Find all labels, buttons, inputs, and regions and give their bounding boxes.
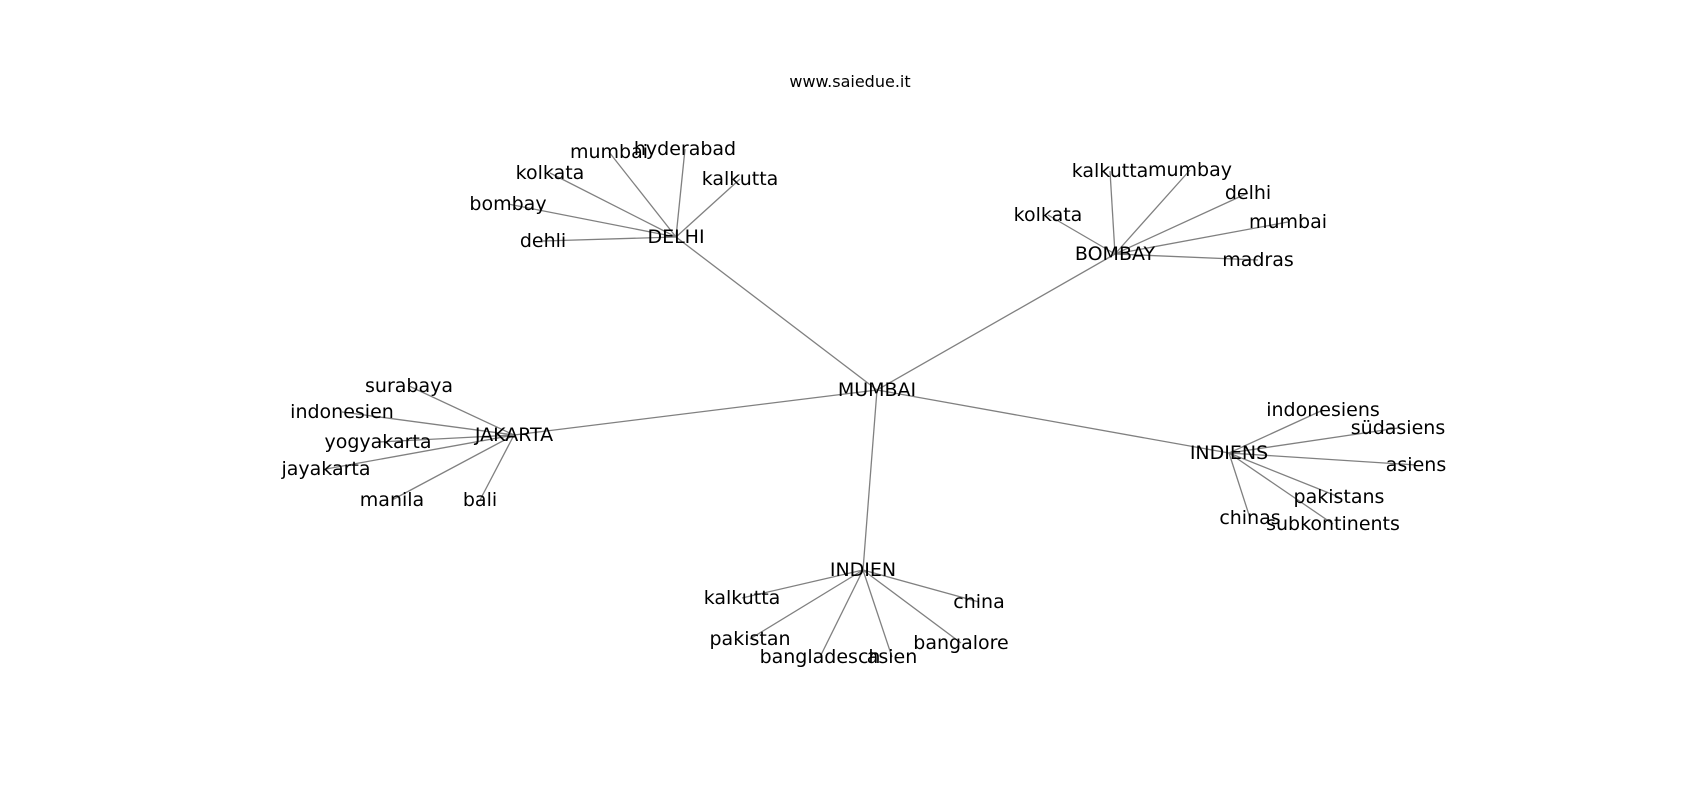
node-leaf-bombay-1: kalkutta: [1072, 160, 1149, 182]
node-root: MUMBAI: [838, 379, 916, 401]
edge-indien-leaf-5: [862, 569, 980, 603]
node-leaf-indien-4: bangalore: [913, 632, 1008, 654]
edge-root-jakarta: [513, 389, 878, 436]
node-leaf-delhi-4: hyderabad: [634, 138, 736, 160]
edge-jakarta-leaf-2: [377, 434, 515, 443]
node-leaf-bombay-5: madras: [1222, 249, 1294, 271]
edge-indien-leaf-0: [741, 569, 864, 599]
node-leaf-indien-1: pakistan: [709, 628, 790, 650]
edge-jakarta-leaf-5: [479, 434, 515, 501]
edge-bombay-leaf-4: [1114, 221, 1289, 255]
node-leaf-indien-2: bangladesch: [760, 646, 881, 668]
edge-indiens-leaf-0: [1228, 409, 1324, 454]
edge-bombay-leaf-0: [1047, 214, 1116, 255]
node-leaf-delhi-1: bombay: [469, 193, 546, 215]
edge-delhi-leaf-4: [675, 148, 686, 238]
edge-bombay-leaf-1: [1109, 170, 1116, 255]
node-hub-indiens: INDIENS: [1190, 442, 1268, 464]
edge-root-delhi: [675, 236, 878, 391]
edge-delhi-leaf-0: [542, 236, 677, 242]
edge-bombay-leaf-5: [1114, 253, 1259, 261]
edge-delhi-leaf-2: [549, 172, 677, 238]
edge-indiens-leaf-2: [1228, 452, 1417, 466]
edge-bombay-leaf-2: [1114, 169, 1191, 255]
edge-delhi-leaf-1: [507, 203, 677, 238]
edge-indiens-leaf-4: [1228, 452, 1334, 525]
edge-indiens-leaf-5: [1228, 452, 1251, 519]
edge-indiens-leaf-3: [1228, 452, 1340, 498]
node-leaf-jakarta-3: jayakarta: [280, 458, 370, 480]
node-hub-bombay: BOMBAY: [1075, 243, 1156, 265]
node-leaf-bombay-3: delhi: [1225, 182, 1271, 204]
watermark-text: www.saiedue.it: [789, 72, 911, 91]
node-leaf-delhi-5: kalkutta: [702, 168, 779, 190]
edge-indiens-leaf-1: [1228, 427, 1399, 454]
node-leaf-indiens-3: pakistans: [1294, 486, 1385, 508]
edge-indien-leaf-1: [749, 569, 864, 640]
edge-delhi-leaf-5: [675, 178, 741, 238]
edge-indien-leaf-3: [862, 569, 893, 658]
node-leaf-indiens-2: asiens: [1386, 454, 1446, 476]
edge-bombay-leaf-3: [1114, 192, 1249, 255]
node-hub-delhi: DELHI: [647, 226, 704, 248]
edge-jakarta-leaf-0: [408, 385, 515, 436]
node-leaf-indien-0: kalkutta: [704, 587, 781, 609]
edge-root-bombay: [876, 253, 1116, 391]
node-leaf-bombay-4: mumbai: [1249, 211, 1327, 233]
edge-root-indien: [862, 389, 878, 571]
node-leaf-bombay-0: kolkata: [1014, 204, 1083, 226]
node-leaf-delhi-0: dehli: [520, 230, 566, 252]
edge-jakarta-leaf-1: [341, 411, 515, 436]
labels-layer: MUMBAIDELHIdehlibombaykolkatamumbaihyder…: [280, 138, 1446, 668]
edges-layer: [325, 148, 1417, 658]
edge-indien-leaf-4: [862, 569, 962, 644]
node-leaf-bombay-2: mumbay: [1148, 159, 1232, 181]
node-leaf-delhi-3: mumbai: [570, 141, 648, 163]
node-leaf-indien-3: asien: [867, 646, 918, 668]
node-leaf-indiens-0: indonesiens: [1266, 399, 1380, 421]
node-leaf-jakarta-0: surabaya: [365, 375, 453, 397]
node-leaf-indiens-5: chinas: [1219, 507, 1280, 529]
edge-jakarta-leaf-4: [391, 434, 515, 501]
edge-delhi-leaf-3: [608, 151, 677, 238]
node-leaf-jakarta-5: bali: [463, 489, 497, 511]
node-leaf-delhi-2: kolkata: [516, 162, 585, 184]
edge-root-indiens: [876, 389, 1230, 454]
edge-indien-leaf-2: [819, 569, 864, 658]
node-leaf-indien-5: china: [953, 591, 1004, 613]
node-leaf-indiens-4: subkontinents: [1266, 513, 1400, 535]
node-leaf-indiens-1: südasiens: [1351, 417, 1445, 439]
node-hub-jakarta: JAKARTA: [474, 424, 553, 446]
node-leaf-jakarta-2: yogyakarta: [324, 431, 431, 453]
node-hub-indien: INDIEN: [830, 559, 896, 581]
node-leaf-jakarta-4: manila: [360, 489, 424, 511]
node-leaf-jakarta-1: indonesien: [290, 401, 394, 423]
edge-jakarta-leaf-3: [325, 434, 515, 470]
